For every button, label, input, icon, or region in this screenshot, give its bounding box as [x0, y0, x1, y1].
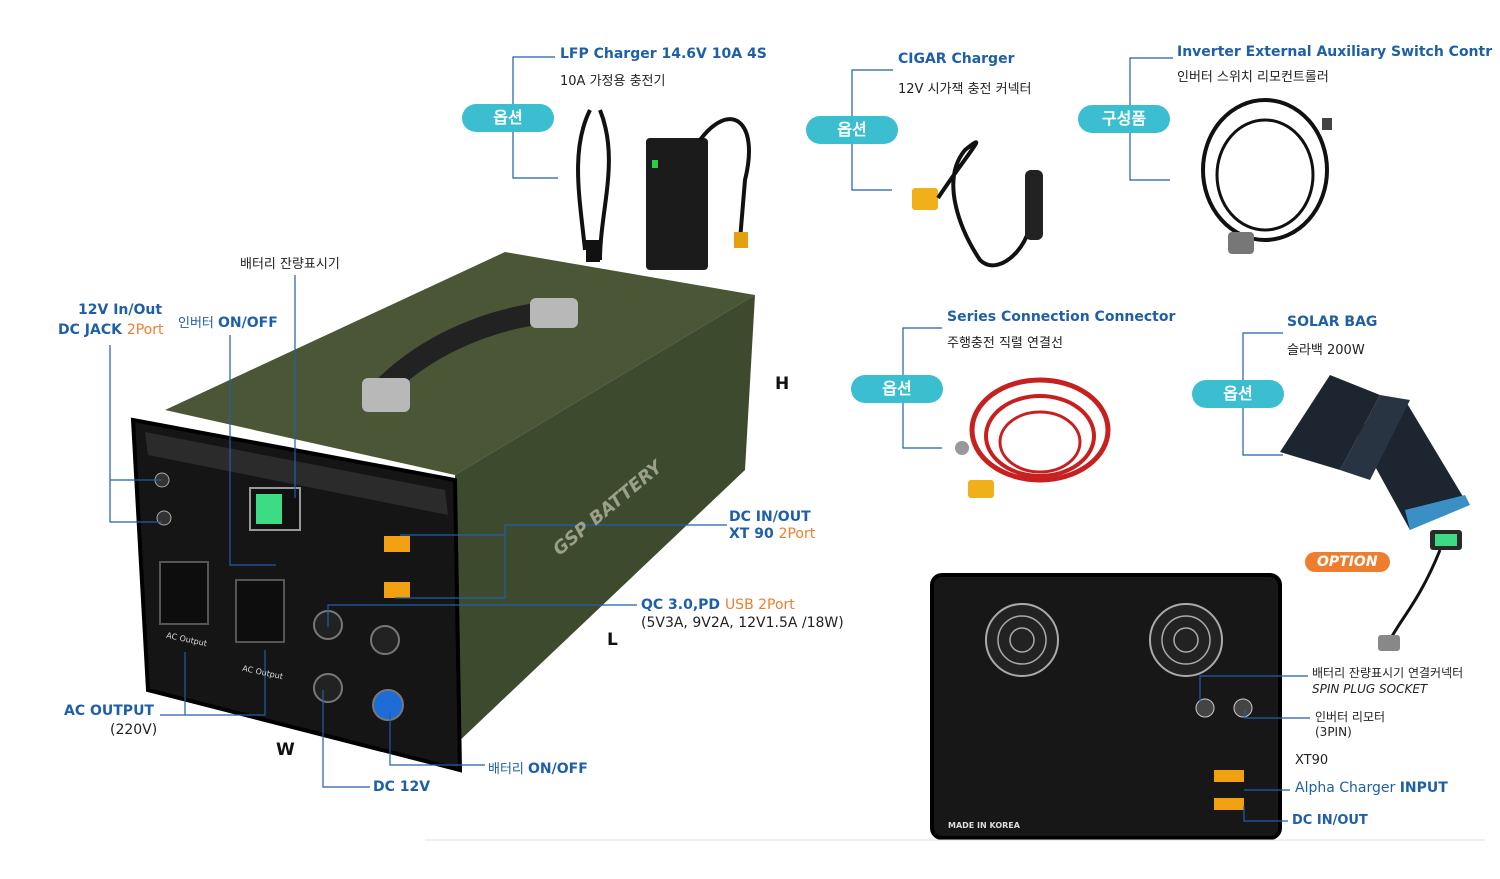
solar-bag-title: SOLAR BAG	[1287, 314, 1378, 330]
spin-socket-label: SPIN PLUG SOCKET	[1312, 682, 1428, 696]
dc12-label: DC 12V	[373, 779, 431, 795]
series-cable-image	[955, 377, 1111, 498]
ac-output-label: AC OUTPUT	[64, 703, 154, 719]
dcjack-label-line2: DC JACK 2Port	[58, 322, 164, 338]
lfp-charger-desc: 10A 가정용 충전기	[560, 74, 666, 89]
dimension-w: W	[276, 740, 295, 760]
dc-inout-label-line1: DC IN/OUT	[729, 509, 811, 525]
series-connector-desc: 주행충전 직렬 연결선	[947, 336, 1063, 351]
lfp-charger-title: LFP Charger 14.6V 10A 4S	[560, 46, 767, 62]
dc-inout-label-line2: XT 90 2Port	[729, 526, 816, 542]
xt90-label: XT90	[1295, 753, 1329, 768]
qc-usb-spec: (5V3A, 9V2A, 12V1.5A /18W)	[641, 615, 844, 631]
solar-bag-desc: 슬라백 200W	[1287, 343, 1365, 358]
series-option-tag: 옵션	[851, 375, 943, 403]
back-dc-inout-label: DC IN/OUT	[1292, 813, 1368, 828]
battery-gauge-label: 배터리 잔량표시기	[240, 257, 340, 272]
solar-bag-image	[1280, 375, 1470, 651]
inverter-remote-label: 인버터 리모터	[1315, 710, 1386, 724]
dimension-h: H	[775, 374, 790, 394]
made-in-korea-label: MADE IN KOREA	[948, 821, 1020, 830]
gauge-connector-label: 배터리 잔량표시기 연결커넥터	[1312, 666, 1464, 680]
ac-output-voltage: (220V)	[110, 722, 158, 738]
lfp-option-tag: 옵션	[462, 104, 554, 132]
cigar-charger-desc: 12V 시가잭 충전 커넥터	[898, 82, 1032, 97]
battery-onoff-label: 배터리 ON/OFF	[488, 761, 588, 777]
cigar-charger-image	[912, 140, 1043, 268]
inverter-remote-cable-image	[1201, 98, 1332, 254]
series-connector-title: Series Connection Connector	[947, 309, 1176, 325]
alpha-charger-label: Alpha Charger INPUT	[1295, 780, 1448, 796]
inverter-switch-title: Inverter External Auxiliary Switch Contr	[1177, 44, 1493, 60]
cigar-option-tag: 옵션	[806, 116, 898, 144]
option-badge: OPTION	[1305, 552, 1390, 572]
back-panel-image	[930, 573, 1282, 840]
inverter-switch-desc: 인버터 스위치 리모컨트롤러	[1177, 70, 1329, 85]
cigar-charger-title: CIGAR Charger	[898, 51, 1015, 67]
dimension-l: L	[607, 630, 618, 650]
lfp-charger-image	[576, 109, 751, 270]
inverter-component-tag: 구성품	[1078, 105, 1170, 133]
battery-unit-image	[130, 252, 755, 773]
pin3-label: (3PIN)	[1315, 725, 1352, 739]
qc-usb-label: QC 3.0,PD USB 2Port	[641, 597, 795, 613]
solar-option-tag: 옵션	[1192, 380, 1284, 408]
dcjack-label-line1: 12V In/Out	[78, 302, 163, 318]
inverter-onoff-label: 인버터 ON/OFF	[178, 315, 278, 331]
leader-lines	[109, 56, 1310, 822]
